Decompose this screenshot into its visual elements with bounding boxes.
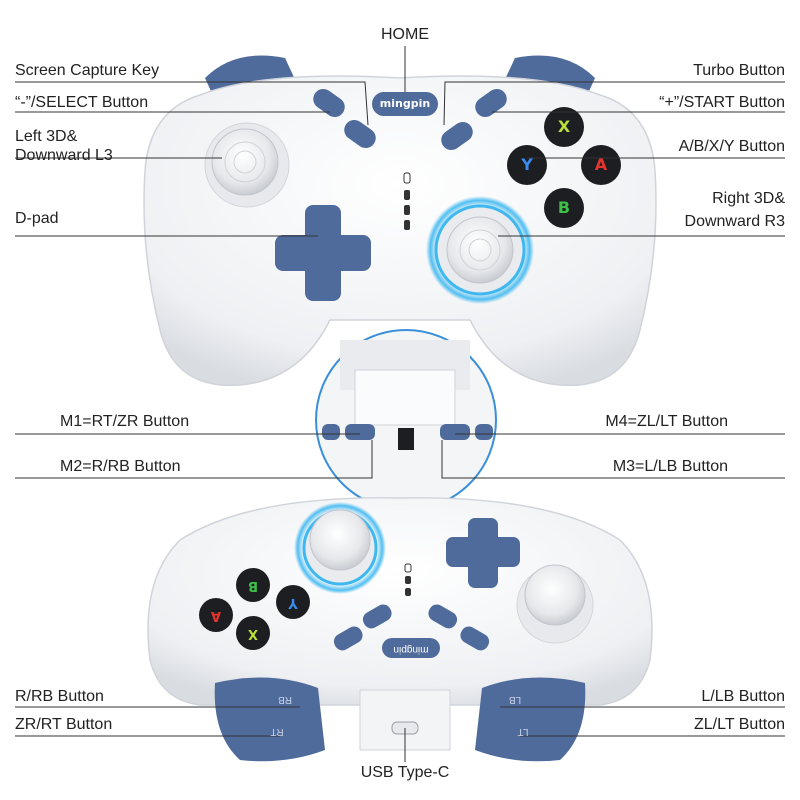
- lt-print: LT: [517, 726, 529, 737]
- dpad-bottom: [446, 518, 520, 588]
- a-button-glyph: A: [594, 155, 608, 174]
- logo-text-bottom: mingpin: [393, 644, 429, 655]
- macro-buttons: [322, 424, 493, 440]
- label-right-3d-line1: Right 3D&: [712, 190, 785, 207]
- y-button-glyph-bottom: Y: [288, 595, 298, 610]
- label-start: “+”/START Button: [659, 94, 785, 111]
- label-turbo: Turbo Button: [693, 62, 785, 79]
- right-stick-bottom: [524, 564, 586, 626]
- y-button-glyph: Y: [521, 155, 533, 174]
- face-buttons-top: [507, 107, 621, 228]
- player-leds: [403, 172, 411, 230]
- label-usb: USB Type-C: [360, 764, 450, 781]
- label-home: HOME: [381, 26, 429, 43]
- bottom-controller: [147, 497, 653, 762]
- dpad-top: [275, 205, 371, 301]
- label-screen-capture: Screen Capture Key: [15, 62, 160, 79]
- left-stick: [211, 128, 279, 196]
- center-buttons-bottom: [333, 604, 490, 658]
- label-left-3d-line2: Downward L3: [15, 147, 113, 164]
- rb-rt-triggers: [214, 677, 325, 762]
- back-zoom-circle: [315, 329, 497, 511]
- left-stick-bottom: [309, 509, 371, 571]
- label-m4: M4=ZL/LT Button: [605, 413, 728, 430]
- player-leds-bottom: [404, 563, 412, 596]
- home-button: [372, 92, 438, 116]
- label-left-3d-line1: Left 3D&: [15, 128, 78, 145]
- lb-print: LB: [508, 694, 522, 705]
- a-button-glyph-bottom: A: [210, 608, 222, 623]
- label-m3: M3=L/LB Button: [612, 458, 728, 475]
- label-right-3d-line2: Downward R3: [684, 213, 785, 230]
- rb-print: RB: [278, 694, 292, 705]
- logo-text: mingpin: [379, 97, 431, 110]
- label-abxy: A/B/X/Y Button: [678, 138, 785, 155]
- label-r-rb: R/RB Button: [15, 688, 104, 705]
- x-button-glyph: X: [557, 117, 571, 136]
- top-controller: [143, 55, 657, 387]
- label-dpad: D-pad: [15, 210, 59, 227]
- leader-lines: [15, 46, 785, 762]
- face-buttons-bottom: [199, 568, 310, 650]
- rt-print: RT: [270, 726, 284, 737]
- b-button-glyph: B: [557, 198, 571, 217]
- label-zl-lt: ZL/LT Button: [693, 716, 785, 733]
- lb-lt-triggers: [475, 677, 586, 762]
- label-m2: M2=R/RB Button: [60, 458, 181, 475]
- b-button-glyph-bottom: B: [248, 578, 258, 593]
- bottom-controller-body: [147, 497, 653, 706]
- label-l-lb: L/LB Button: [701, 688, 785, 705]
- label-m1: M1=RT/ZR Button: [60, 413, 190, 430]
- center-buttons-top: [313, 88, 507, 151]
- mode-switch: [398, 428, 414, 450]
- label-select: “-”/SELECT Button: [15, 94, 149, 111]
- label-zr-rt: ZR/RT Button: [15, 716, 113, 733]
- right-stick: [446, 216, 514, 284]
- x-button-glyph-bottom: X: [247, 626, 259, 641]
